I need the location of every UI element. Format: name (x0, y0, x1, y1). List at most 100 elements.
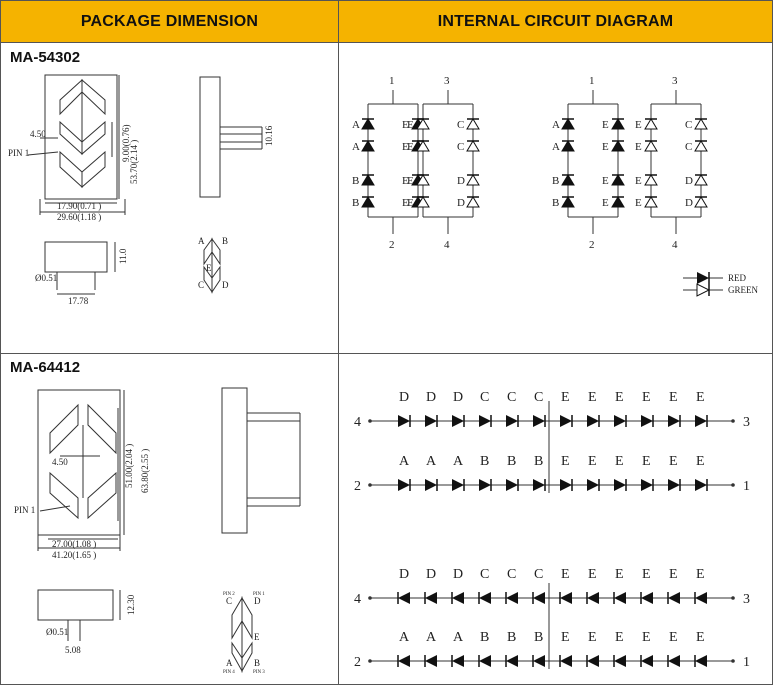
diode (559, 592, 572, 604)
diode-label: E (696, 630, 705, 645)
diode (644, 118, 658, 130)
diode (479, 479, 492, 491)
diode-label: E (561, 454, 570, 469)
pin-label: 4 (354, 592, 361, 607)
diode (611, 118, 625, 130)
diode (644, 196, 658, 208)
diode-label: A (453, 454, 464, 469)
diode-label: C (507, 567, 516, 582)
diode-label: D (457, 197, 465, 209)
diode-label: E (561, 390, 570, 405)
diode-label: E (588, 630, 597, 645)
diode (398, 479, 411, 491)
diode-label: E (642, 567, 651, 582)
diode (532, 592, 545, 604)
diode-label: E (696, 390, 705, 405)
top-pin-1b: 1 (589, 75, 595, 87)
diode-label: A (352, 119, 360, 131)
diode (560, 479, 573, 491)
diode-label: E (642, 630, 651, 645)
diode-label: A (352, 141, 360, 153)
bottom-dim-pin1: PIN 1 (14, 505, 35, 515)
diode-label: B (552, 197, 559, 209)
diode (668, 479, 681, 491)
top-seg-a: A (198, 236, 205, 246)
header-internal-circuit: INTERNAL CIRCUIT DIAGRAM (338, 0, 773, 43)
diode-label: E (407, 197, 414, 209)
diode (451, 655, 464, 667)
diode-label: E (635, 175, 642, 187)
bottom-dim-450: 4.50 (52, 457, 68, 467)
diode (611, 140, 625, 152)
diode-label: C (457, 141, 464, 153)
bottom-dim-1230: 12.30 (126, 594, 136, 615)
bottom-seg-d: D (254, 596, 261, 606)
diode (361, 140, 375, 152)
diode-label: C (480, 567, 489, 582)
diode (424, 655, 437, 667)
bottom-pin1-label: PIN 1 (253, 592, 265, 597)
diode-label: E (588, 454, 597, 469)
diode-label: C (534, 390, 543, 405)
diode-label: E (561, 630, 570, 645)
bottom-package-drawing: 4.50 PIN 1 51.00(2.04 ) 63.80(2.55 ) 27.… (14, 387, 301, 675)
diode-label: D (426, 390, 436, 405)
diode-label: E (402, 175, 409, 187)
diode-label: B (507, 454, 516, 469)
top-front-outline (44, 74, 118, 200)
diode (416, 196, 430, 208)
diode (640, 592, 653, 604)
bottom-seg-a: A (226, 658, 233, 668)
pin-label: 1 (743, 655, 750, 670)
diode (425, 415, 438, 427)
diode-label: E (561, 567, 570, 582)
pin-label: 3 (743, 415, 750, 430)
diode (613, 592, 626, 604)
top-dim-2960: 29.60(1.18 ) (57, 212, 101, 222)
bottom-dim-4120: 41.20(1.65 ) (52, 550, 96, 560)
diode (587, 479, 600, 491)
diode-label: D (399, 567, 409, 582)
diode-label: E (642, 390, 651, 405)
legend-green-diode (696, 283, 711, 297)
diode (361, 196, 375, 208)
diode-label: E (635, 197, 642, 209)
diode (533, 415, 546, 427)
diode-label: E (602, 175, 609, 187)
diode (613, 655, 626, 667)
diode (424, 592, 437, 604)
diode-label: A (399, 454, 410, 469)
diode (668, 415, 681, 427)
diode-label: E (402, 119, 409, 131)
top-seg-b: B (222, 236, 228, 246)
diode (416, 174, 430, 186)
diode (416, 140, 430, 152)
diode-label: E (602, 119, 609, 131)
diode-label: E (407, 175, 414, 187)
pin-label: 4 (354, 415, 361, 430)
diode-label: A (426, 454, 437, 469)
diode-label: E (407, 119, 414, 131)
diode-label: E (669, 454, 678, 469)
diode-label: B (507, 630, 516, 645)
diode (478, 592, 491, 604)
top-pin-4a: 4 (444, 239, 450, 251)
diode (561, 174, 575, 186)
diode (416, 118, 430, 130)
diode (694, 592, 707, 604)
diode-label: E (615, 454, 624, 469)
top-dim-5370: 53.70(2.14 ) (129, 140, 139, 184)
bottom-pin3-label: PIN 3 (253, 670, 265, 675)
top-pin-2a: 2 (389, 239, 395, 251)
top-dim-051: Ø0.51 (35, 273, 57, 283)
diode-label: E (615, 390, 624, 405)
diode-label: E (615, 630, 624, 645)
top-pin-4b: 4 (672, 239, 678, 251)
diode (695, 479, 708, 491)
diode-label: D (453, 567, 463, 582)
diode-label: E (588, 390, 597, 405)
diode-label: C (685, 141, 692, 153)
header-right-label: INTERNAL CIRCUIT DIAGRAM (437, 12, 674, 30)
diode (586, 655, 599, 667)
